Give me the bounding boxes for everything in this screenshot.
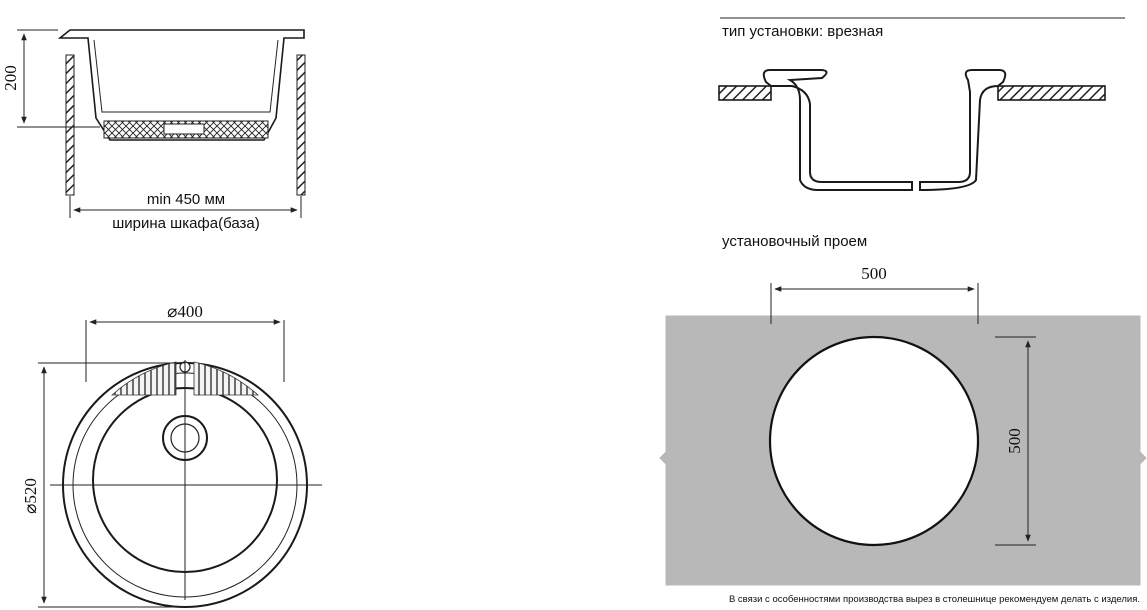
sink-edge-right (919, 69, 1007, 192)
countertop-right (997, 85, 1106, 101)
min-width-label: min 450 мм (147, 191, 225, 208)
countertop-left (718, 85, 772, 101)
cutout-footer-note: В связи с особенностями производства выр… (729, 594, 1140, 605)
inner-diameter-label: ⌀400 (167, 302, 203, 321)
rib-area-left (110, 361, 177, 396)
cutout-width-label: 500 (861, 264, 887, 283)
sink-profile-section: 200 min 450 мм ширина шкафа(база) (1, 29, 306, 232)
rib-area-right (193, 361, 260, 396)
profile-depth-label: 200 (1, 65, 20, 91)
installation-type-label: тип установки: врезная (722, 23, 883, 40)
sink-edge-left (762, 69, 913, 191)
cutout-title: установочный проем (722, 233, 867, 250)
cutout-hole (768, 335, 980, 547)
cabinet-width-label: ширина шкафа(база) (112, 215, 260, 232)
outer-diameter-label: ⌀520 (21, 478, 40, 514)
cutout-height-label: 500 (1005, 428, 1024, 454)
cabinet-wall-right (296, 54, 306, 196)
installation-section: тип установки: врезная (718, 17, 1125, 192)
sink-top-view-section: ⌀400 ⌀520 (21, 302, 322, 608)
cabinet-wall-left (65, 54, 75, 196)
cutout-section: установочный проем 500 500 В связи с осо… (659, 233, 1147, 605)
